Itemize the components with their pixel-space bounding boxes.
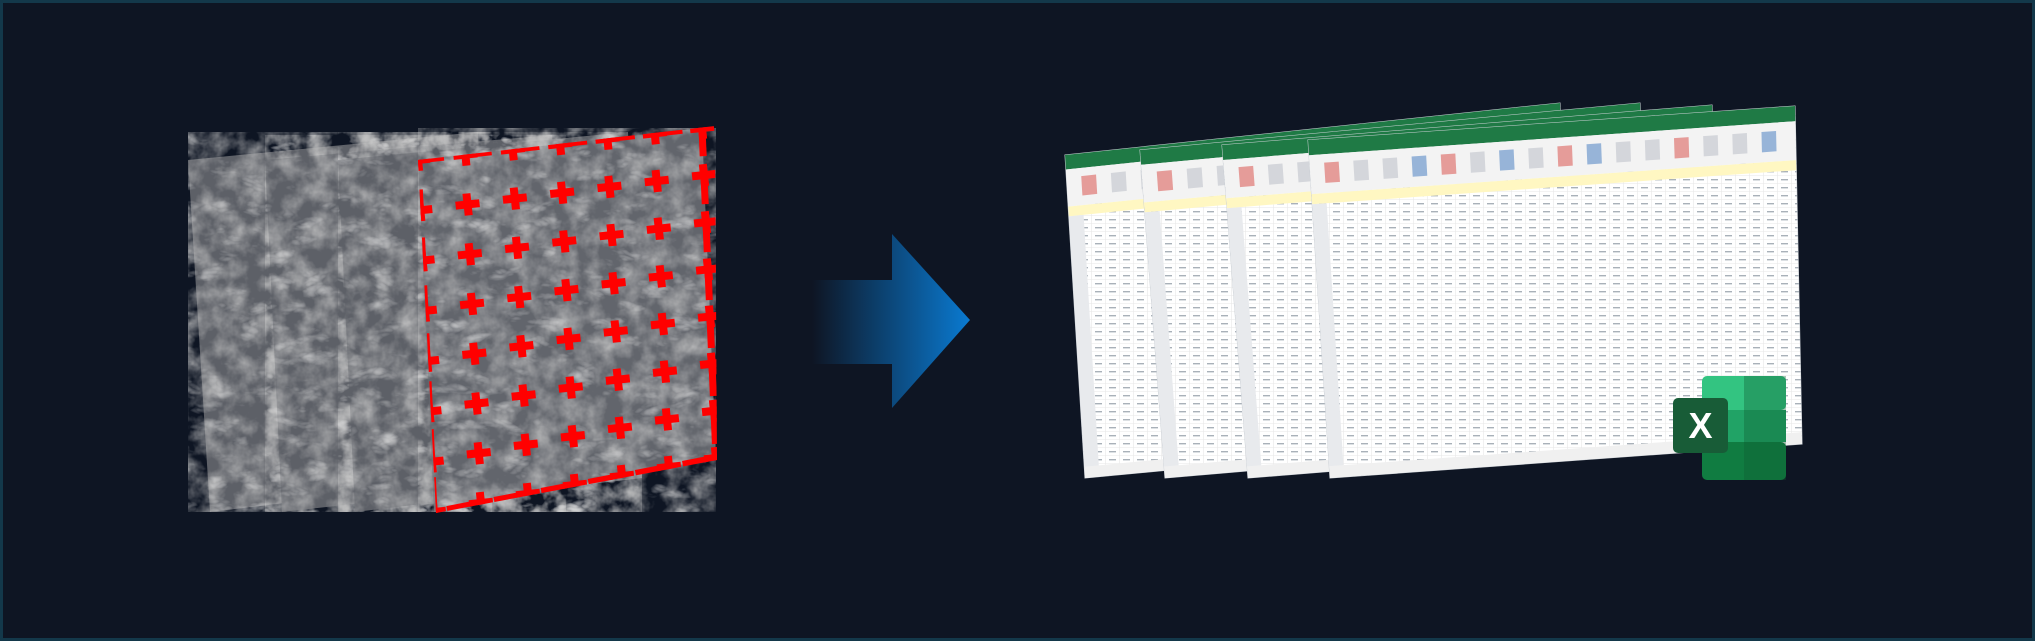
row-headers xyxy=(1068,214,1100,479)
grid-cross-mark xyxy=(644,169,670,193)
grid-cross-mark xyxy=(551,230,577,253)
grid-cross-mark xyxy=(646,217,672,241)
formula-bar xyxy=(1311,160,1797,205)
row-headers xyxy=(1144,210,1180,478)
grid-cross-mark xyxy=(599,223,624,247)
grid-cross-mark xyxy=(605,368,631,391)
grid-cross-mark xyxy=(650,312,676,336)
grid-cross-mark xyxy=(511,384,536,407)
grid-cross-mark xyxy=(603,320,629,343)
grid-cross-mark xyxy=(701,399,717,423)
grid-cross-mark xyxy=(560,424,586,448)
grid-cross-mark xyxy=(461,342,487,366)
grid-cross-mark xyxy=(455,193,480,216)
grid-cross-mark xyxy=(601,271,626,295)
grid-cross-mark xyxy=(504,236,530,260)
grid-cross-mark xyxy=(549,181,575,205)
grid-cross-mark xyxy=(556,327,581,351)
grid-cross-mark xyxy=(502,187,528,210)
grid-cross-mark xyxy=(506,285,532,309)
spreadsheet-window xyxy=(1307,105,1803,479)
excel-logo-letter: X xyxy=(1688,405,1712,446)
image-frame-4-gridded xyxy=(418,126,717,513)
grid-cross-mark xyxy=(654,407,680,431)
grid-cross-mark xyxy=(699,352,717,376)
grid-cross-mark xyxy=(597,175,622,199)
grid-cross-mark xyxy=(509,334,534,358)
title-bar xyxy=(1308,106,1796,156)
image-stack xyxy=(188,126,717,513)
grid-cross-mark xyxy=(652,360,678,384)
spreadsheet-stack xyxy=(1064,102,1803,479)
grid-cross-mark xyxy=(607,416,633,440)
grid-cross-mark xyxy=(554,278,579,302)
grid-cross-mark xyxy=(558,376,584,399)
grid-cross-mark xyxy=(513,433,539,457)
right-arrow-icon xyxy=(812,234,970,408)
grid-cross-mark xyxy=(648,264,674,288)
grid-cross-mark xyxy=(459,292,485,316)
excel-logo-icon: X xyxy=(1673,376,1786,480)
grid-cross-mark xyxy=(464,392,489,415)
row-headers xyxy=(1226,207,1263,478)
grid-cross-mark xyxy=(457,242,483,266)
grid-cross-mark xyxy=(466,441,492,465)
row-headers xyxy=(1312,203,1345,478)
